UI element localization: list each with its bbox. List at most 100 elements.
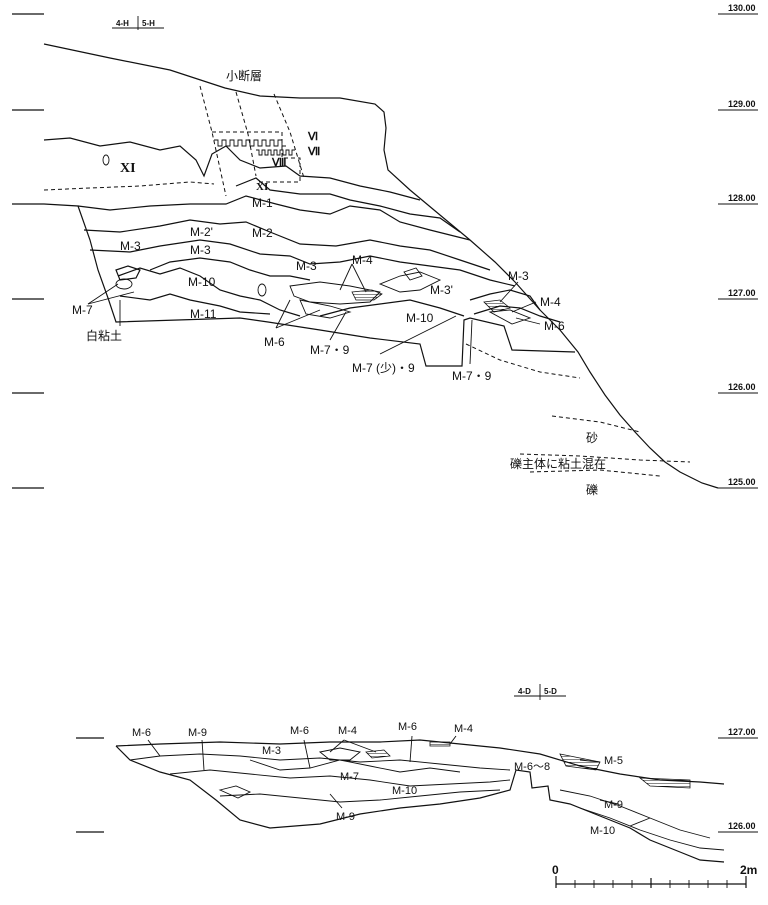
leader-m7-b <box>87 291 135 305</box>
grid-header-lower-right: 5-D <box>544 687 557 696</box>
lower-layer-right-1 <box>559 789 711 839</box>
layer-m10-center <box>319 299 465 317</box>
leader-m4-right <box>511 301 537 313</box>
left-elevation-ticks <box>12 13 44 489</box>
lens-m7-small <box>115 278 133 290</box>
label-layer-vi: Ⅵ <box>307 131 318 143</box>
lower-section-floor <box>115 745 725 863</box>
layer-m2p-top <box>83 219 491 271</box>
label-fault: 小断層 <box>226 68 262 83</box>
lower-lens-center <box>318 747 362 761</box>
lower-right-dashed-1 <box>465 343 581 379</box>
label-m10-left: M-10 <box>188 275 216 289</box>
lower-label-m3: M-3 <box>262 745 281 757</box>
leader-lower-m10-b <box>629 817 651 827</box>
lower-label-m5: M-5 <box>604 755 623 767</box>
label-m4-right: M-4 <box>540 295 561 309</box>
lens-m6-right <box>488 309 532 325</box>
lower-label-m9-c: M-9 <box>604 799 623 811</box>
leader-lower-m4-b <box>449 735 457 745</box>
elevation-label-130: 130.00 <box>728 3 756 13</box>
label-white-clay: 白粘土 <box>86 328 122 343</box>
lower-label-m4-b: M-4 <box>454 723 473 735</box>
label-m7-left: M-7 <box>72 303 93 317</box>
leader-lower-m5 <box>579 759 601 763</box>
layer-m3p-lens <box>378 271 442 293</box>
elevation-label-127: 127.00 <box>728 288 756 298</box>
lens-m7-9-center <box>299 299 352 319</box>
label-m7-9-center: M-7・9 <box>310 343 350 357</box>
lower-label-m10-a: M-10 <box>392 785 417 797</box>
leader-lower-m6-c <box>409 735 413 763</box>
lower-label-m9-b: M-9 <box>336 811 355 823</box>
label-layer-viii: Ⅷ <box>271 157 287 169</box>
label-m3-center: M-3 <box>190 243 211 257</box>
leader-lower-m4-a1 <box>329 739 345 753</box>
lower-section: 4-D 5-D 127.00 126.00 <box>76 684 758 863</box>
layer-vi-hatch <box>214 139 286 147</box>
leader-lower-m4-a2 <box>343 739 377 753</box>
leader-m6-right <box>515 317 541 325</box>
lower-label-m6-c: M-6 <box>398 721 417 733</box>
leader-m4-a <box>339 263 353 291</box>
label-layer-vii: Ⅶ <box>307 146 320 158</box>
layer-vii-hatch <box>256 149 295 156</box>
lower-label-m10-b: M-10 <box>590 825 615 837</box>
leader-m6-b <box>275 309 321 329</box>
lower-right-dashed-3 <box>519 453 691 463</box>
grid-header-left: 4-H <box>116 19 129 28</box>
leader-m7-a <box>87 283 119 305</box>
fault-line-3 <box>273 93 305 179</box>
lower-layer-3 <box>219 789 501 803</box>
label-m3-mid: M-3 <box>296 259 317 273</box>
lower-label-m6-8: M-6～8 <box>514 761 550 773</box>
lower-label-m4-a: M-4 <box>338 725 357 737</box>
leader-lower-m9-a <box>201 739 205 771</box>
pebble-left <box>257 283 267 297</box>
leader-lower-m9-b <box>329 793 343 809</box>
lower-lens-left <box>218 785 252 799</box>
lens-m4-right-hatched <box>483 299 511 313</box>
lower-layer-right-2 <box>579 807 725 851</box>
grid-header-upper: 4-H 5-H <box>112 16 164 30</box>
lens-m4-hatched <box>351 289 383 301</box>
elevation-lower-127: 127.00 <box>728 727 756 737</box>
lower-right-dashed-2 <box>551 415 641 433</box>
upper-section: 130.00 129.00 128.00 127.00 126.00 125.0… <box>12 3 758 497</box>
scale-label-start: 0 <box>552 863 559 877</box>
leader-m4-b <box>351 263 367 293</box>
label-m3-right: M-3 <box>508 269 529 283</box>
leader-m6-a <box>275 299 291 329</box>
lower-layer-2 <box>169 769 511 787</box>
leader-m7-9-right <box>469 319 473 365</box>
label-m7-small: M-7 (少)・9 <box>352 361 415 375</box>
lower-label-m6-b: M-6 <box>290 725 309 737</box>
fault-line-2 <box>235 91 257 177</box>
label-layer-xi-small: XI <box>256 181 268 193</box>
label-sand: 砂 <box>586 431 598 445</box>
pebble-upper <box>102 154 110 166</box>
label-m6-left: M-6 <box>264 335 285 349</box>
elevation-label-125: 125.00 <box>728 477 756 487</box>
grid-header-right: 5-H <box>142 19 155 28</box>
layer-xi-top <box>43 137 421 201</box>
layer-m3-top <box>89 239 516 287</box>
lower-right-dashed-4 <box>529 469 661 477</box>
leader-m3-right <box>499 281 519 303</box>
layer-m3-inner <box>149 257 311 281</box>
label-m3-prime: M-3' <box>430 283 453 297</box>
elevation-label-128: 128.00 <box>728 193 756 203</box>
right-elevation-scale: 130.00 129.00 128.00 127.00 126.00 125.0… <box>718 3 758 489</box>
lower-hatch-m4 <box>365 749 391 759</box>
elevation-lower-126: 126.00 <box>728 821 756 831</box>
layer-m1-top <box>235 177 461 233</box>
scale-label-end: 2m <box>740 863 757 877</box>
label-m10-center: M-10 <box>406 311 434 325</box>
elevation-label-129: 129.00 <box>728 99 756 109</box>
upper-dashed-contact <box>43 181 215 191</box>
leader-lines-upper <box>87 263 541 365</box>
lower-hatch-surface <box>429 741 451 747</box>
layer-m2-top <box>77 195 471 241</box>
lens-m4-center <box>289 281 381 305</box>
label-m7-9-right: M-7・9 <box>452 369 492 383</box>
